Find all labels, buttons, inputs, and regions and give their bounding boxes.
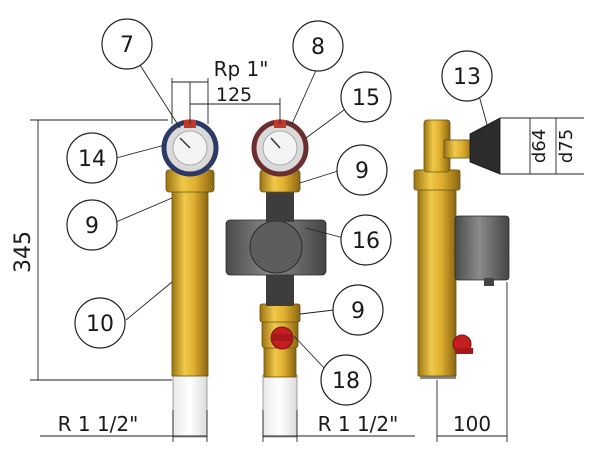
svg-text:7: 7 (120, 33, 134, 58)
pump-head (249, 220, 303, 274)
callout-15: 15 (340, 71, 392, 123)
callout-14: 14 (66, 132, 118, 184)
dim-thread-bottom-left: R 1 1/2" (58, 412, 139, 436)
callout-16: 16 (340, 214, 392, 266)
svg-text:9: 9 (85, 214, 99, 239)
svg-text:10: 10 (86, 312, 114, 337)
callout-9-top: 9 (336, 144, 388, 196)
dim-thread-bottom-right: R 1 1/2" (318, 412, 399, 436)
dim-d-inner: d64 (529, 129, 550, 163)
dim-height: 345 (11, 231, 36, 273)
dim-thread-top: Rp 1" (214, 57, 269, 81)
left-unit (161, 119, 219, 438)
svg-text:9: 9 (351, 299, 365, 324)
dimension-labels: 345 Rp 1" 125 R 1 1/2" R 1 1/2" 100 d64 … (11, 57, 577, 436)
dim-axis-distance: 125 (216, 84, 252, 106)
insulation-shell (469, 117, 501, 175)
middle-pipe-stub (262, 374, 298, 438)
svg-text:16: 16 (352, 229, 380, 254)
svg-text:9: 9 (355, 159, 369, 184)
dim-d-outer: d75 (556, 129, 577, 163)
middle-unit (225, 119, 327, 438)
svg-text:15: 15 (352, 86, 380, 111)
dimension-lines (30, 78, 584, 442)
callout-7: 7 (101, 18, 153, 70)
left-pipe-stub (172, 374, 208, 438)
svg-text:18: 18 (332, 369, 360, 394)
svg-text:14: 14 (78, 147, 106, 172)
callout-13: 13 (441, 50, 493, 102)
left-brass-tube (171, 189, 209, 377)
right-brass-tube (417, 169, 457, 377)
callout-18: 18 (320, 354, 372, 406)
callout-10: 10 (74, 297, 126, 349)
svg-text:8: 8 (311, 35, 325, 60)
svg-text:13: 13 (453, 65, 481, 90)
right-unit (413, 117, 510, 379)
callout-9-left: 9 (66, 199, 118, 251)
callout-9-bottom: 9 (332, 284, 384, 336)
right-pump-motor (454, 215, 510, 281)
callout-8: 8 (292, 20, 344, 72)
dim-depth: 100 (453, 412, 491, 436)
callouts: 7 8 15 14 9 9 16 10 (66, 18, 493, 406)
